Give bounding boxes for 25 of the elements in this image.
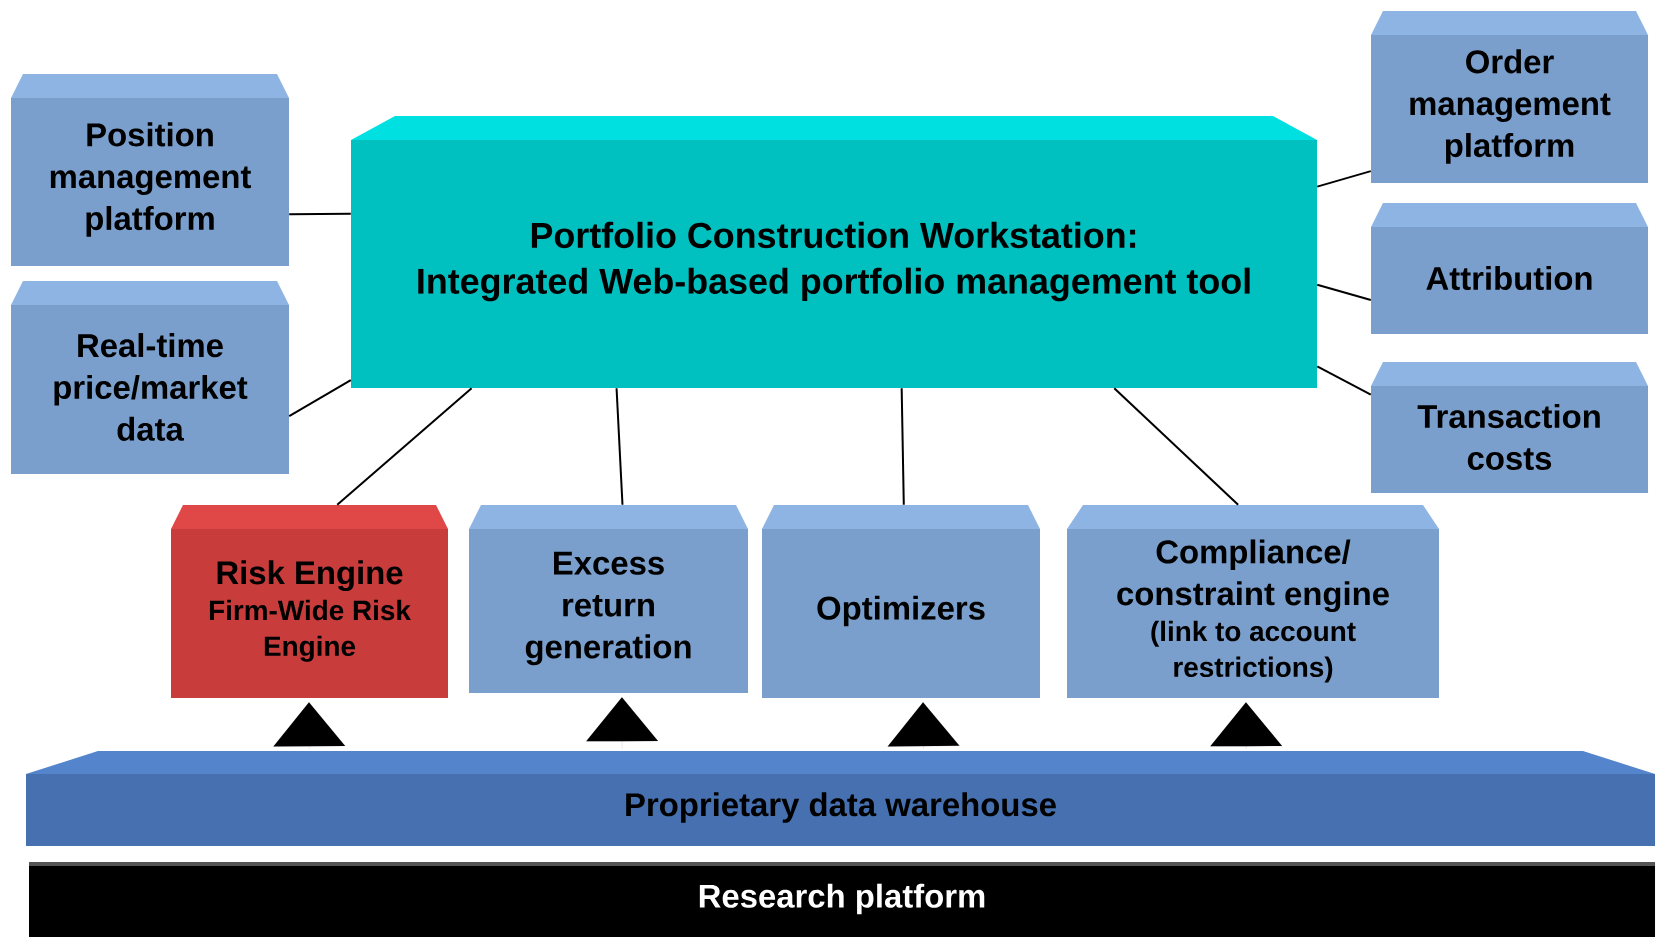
connector-line [1316,365,1372,396]
connector-line [900,387,905,506]
arrow [273,702,346,749]
data-warehouse-band: Proprietary data warehouse [26,751,1655,846]
engine-box: Compliance/ constraint engine (link to account restrictions) [1067,505,1439,698]
process-box: Transaction costs [1371,362,1648,493]
process-box: Attribution [1371,203,1648,334]
data-box: Real-time price/market data [11,281,289,474]
platform-box: Order management platform [1371,11,1648,183]
connector-line [288,212,352,216]
connector-line [1316,170,1372,188]
engine-box: Risk Engine Firm-Wide Risk Engine [171,505,448,698]
process-box: Excess return generation [469,505,748,693]
platform-band: Research platform [29,862,1655,937]
connector-line [288,379,352,418]
arrow [1210,702,1283,749]
arrow [586,697,659,749]
process-box: Optimizers [762,505,1040,698]
connector-line [336,387,473,506]
workstation-box: Portfolio Construction Workstation: Integrated Web-based portfolio management tool [351,116,1317,388]
connector-line [1316,283,1372,302]
platform-box: Position management platform [11,74,289,266]
connector-line [1113,387,1240,506]
connector-line [615,387,624,506]
arrow [887,702,960,749]
